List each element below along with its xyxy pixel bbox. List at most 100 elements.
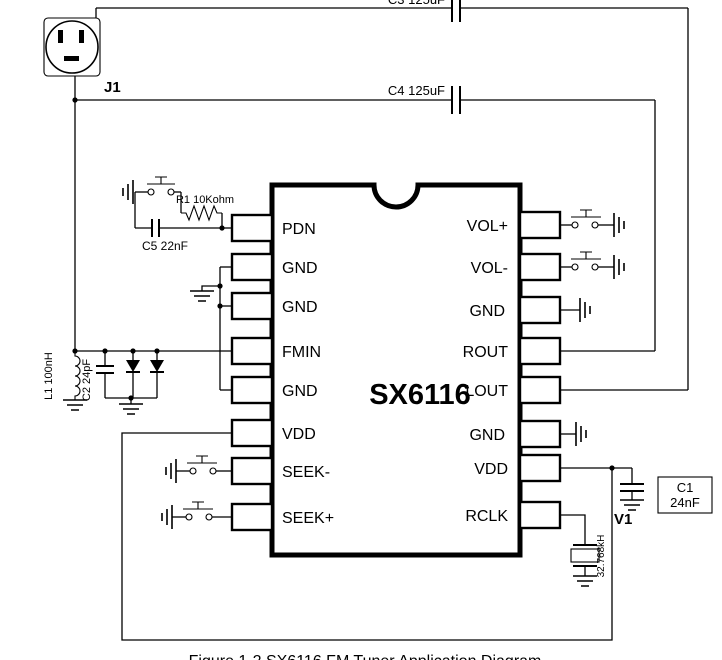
pin-box-rout xyxy=(518,336,562,366)
rclk-wire xyxy=(560,514,586,545)
button-actuator xyxy=(155,176,167,184)
wire xyxy=(201,285,220,291)
pin-label-seek-plus: SEEK+ xyxy=(282,510,334,527)
ic-sx6116: SX6116 PDN GND GND FMIN GND VDD SEEK- SE… xyxy=(230,182,562,558)
c1-name: C1 xyxy=(677,480,694,495)
ground-bars xyxy=(620,499,644,511)
pin-box-seek-minus xyxy=(230,456,274,486)
button-actuator xyxy=(580,251,592,259)
jack-barrel xyxy=(45,20,99,74)
pin-label-rclk: RCLK xyxy=(465,508,508,525)
pin-box-vdd-right xyxy=(518,453,562,483)
ground-bars xyxy=(63,399,87,411)
button-contact xyxy=(591,263,599,271)
button-contact xyxy=(205,513,213,521)
ground-symbol xyxy=(122,180,134,204)
pin-label-vdd-right: VDD xyxy=(474,461,508,478)
pin-label-gnd1: GND xyxy=(282,260,318,277)
button-contact xyxy=(591,221,599,229)
button-contact xyxy=(147,188,155,196)
pdn-push-button xyxy=(135,176,181,196)
figure-caption: Figure 1-2 SX6116 FM Tuner Application D… xyxy=(189,653,542,660)
wire xyxy=(121,432,613,641)
pin-box-gnd3 xyxy=(230,375,274,405)
c1-label-box xyxy=(657,476,713,514)
pin-box-lout xyxy=(518,375,562,405)
button-actuator xyxy=(580,209,592,217)
seek-plus-button xyxy=(161,501,232,529)
varactor-diode-1 xyxy=(126,351,140,398)
pin-box-fmin xyxy=(230,336,274,366)
r1-label: R1 10Kohm xyxy=(176,194,234,206)
ground-symbol xyxy=(579,298,591,322)
c3-label: C3 125uF xyxy=(388,0,445,7)
pin-box-vol-plus xyxy=(518,210,562,240)
button-actuator xyxy=(196,455,208,463)
jack-contact xyxy=(64,56,79,61)
ground-symbol xyxy=(165,459,177,483)
ground-symbol xyxy=(573,575,597,587)
ground-bars xyxy=(119,403,143,415)
l1-inductor xyxy=(74,351,81,400)
ground-bars xyxy=(161,505,173,529)
pin-box-pdn xyxy=(230,213,274,243)
pin-label-gnd-r1: GND xyxy=(469,303,505,320)
pin-box-vdd-left xyxy=(230,418,274,448)
varactor-diode-2 xyxy=(150,351,164,398)
pin-box-gnd-r2 xyxy=(518,419,562,449)
jack-contact xyxy=(79,30,84,43)
ground-symbol xyxy=(190,290,214,302)
ground-symbol xyxy=(613,255,625,279)
button-contact xyxy=(571,263,579,271)
seek-minus-button xyxy=(165,455,232,483)
pin-label-lout: LOUT xyxy=(465,383,508,400)
ground-bars xyxy=(573,575,597,587)
ground-symbol xyxy=(620,499,644,511)
button-actuator xyxy=(192,501,204,509)
fmin-tank: L1 100nH C2 24pF xyxy=(43,348,232,415)
ground-bars xyxy=(165,459,177,483)
right-gnd-stub-1 xyxy=(560,298,591,322)
c3-capacitor xyxy=(451,0,461,22)
pin-label-rout: ROUT xyxy=(463,344,509,361)
pin-label-gnd3: GND xyxy=(282,383,318,400)
ic-name: SX6116 xyxy=(369,379,471,411)
c1-value: 24nF xyxy=(670,495,700,510)
c1-capacitor xyxy=(620,468,644,500)
vol-minus-button xyxy=(560,251,625,279)
pin-label-vol-plus: VOL+ xyxy=(467,218,508,235)
button-contact xyxy=(167,188,175,196)
ground-bars xyxy=(613,255,625,279)
ground-bars xyxy=(190,290,214,302)
jack-outline xyxy=(43,17,101,77)
ground-bars xyxy=(122,180,134,204)
pin-label-fmin: FMIN xyxy=(282,344,321,361)
pin-box-gnd2 xyxy=(230,291,274,321)
pdn-network: R1 10Kohm C5 22nF xyxy=(122,176,234,253)
button-contact xyxy=(571,221,579,229)
c4-label: C4 125uF xyxy=(388,83,445,98)
c2-label: C2 24pF xyxy=(81,359,93,401)
vdd-net: C1 24nF xyxy=(121,432,713,641)
right-gnd-stub-2 xyxy=(560,422,587,446)
l1-label: L1 100nH xyxy=(43,352,55,400)
r1-resistor xyxy=(181,204,222,222)
ground-symbol xyxy=(575,422,587,446)
pin-box-rclk xyxy=(518,500,562,530)
junction-dot xyxy=(217,303,223,309)
c2-capacitor xyxy=(96,351,114,398)
c4-capacitor xyxy=(451,86,461,114)
ground-bars xyxy=(575,422,587,446)
c5-label: C5 22nF xyxy=(142,239,188,253)
button-contact xyxy=(209,467,217,475)
ic-outline xyxy=(269,182,523,558)
c5-capacitor xyxy=(151,219,160,237)
pin-label-gnd-r2: GND xyxy=(469,427,505,444)
pin-label-seek-minus: SEEK- xyxy=(282,464,330,481)
v1-frequency: 32.768kH xyxy=(596,535,607,578)
button-contact xyxy=(189,467,197,475)
ground-symbol xyxy=(119,403,143,415)
vol-plus-button xyxy=(560,209,625,237)
pin-box-gnd-r1 xyxy=(518,295,562,325)
